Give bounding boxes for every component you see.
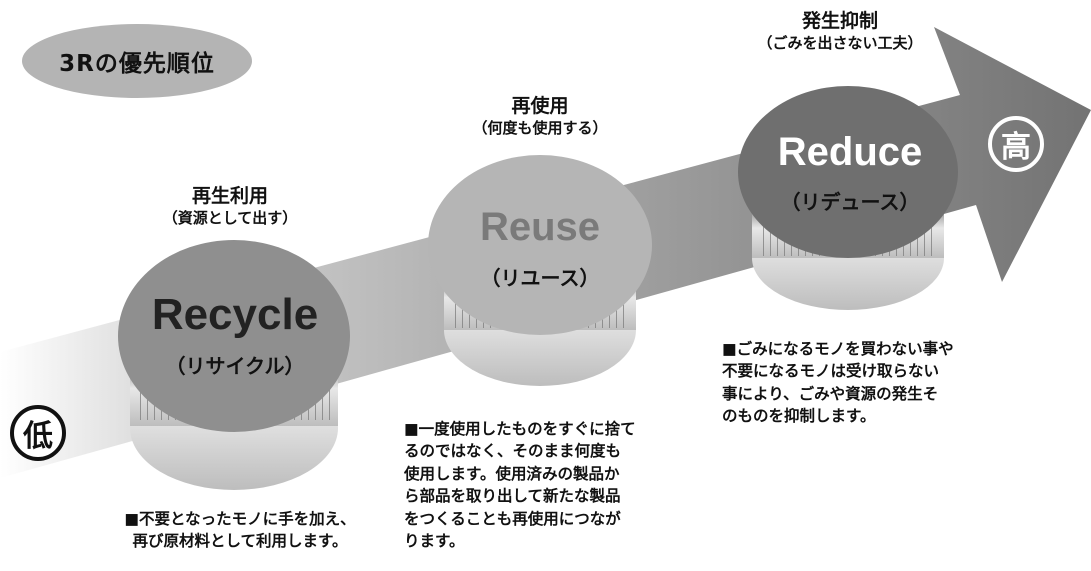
reuse-name-en: Reuse (479, 205, 601, 249)
recycle-description: ■不要となったモノに手を加え、 再び原材料として利用します。 (124, 510, 356, 551)
reduce-description: ■ごみになるモノを買わない事や 不要になるモノは受け取らない 事により、ごみや資… (722, 340, 954, 426)
reduce-name-jp: （リデュース） (780, 190, 920, 214)
recycle-coin (118, 240, 350, 490)
recycle-name-jp: （リサイクル） (165, 354, 305, 378)
recycle-subheading: （資源として出す） (162, 208, 298, 227)
reuse-name-jp: （リユース） (480, 266, 600, 290)
reuse-description: ■一度使用したものをすぐに捨て るのではなく、そのまま何度も 使用します。使用済… (404, 420, 636, 551)
reduce-heading: 発生抑制 (801, 10, 878, 32)
reuse-heading: 再使用 (511, 95, 569, 117)
reduce-name-en: Reduce (777, 130, 923, 174)
recycle-heading-block: 再生利用 （資源として出す） (140, 185, 320, 228)
recycle-name-en: Recycle (151, 290, 319, 339)
recycle-heading: 再生利用 (191, 185, 268, 207)
reduce-heading-block: 発生抑制 （ごみを出さない工夫） (735, 10, 945, 53)
low-priority-marker: 低 (10, 405, 66, 461)
diagram-title: 3Rの優先順位 (22, 24, 252, 98)
reuse-heading-block: 再使用 （何度も使用する） (450, 95, 630, 138)
high-priority-marker: 高 (988, 116, 1044, 172)
reuse-coin (428, 155, 652, 386)
reuse-subheading: （何度も使用する） (472, 118, 608, 137)
reduce-subheading: （ごみを出さない工夫） (757, 33, 923, 52)
reduce-coin (738, 86, 958, 310)
